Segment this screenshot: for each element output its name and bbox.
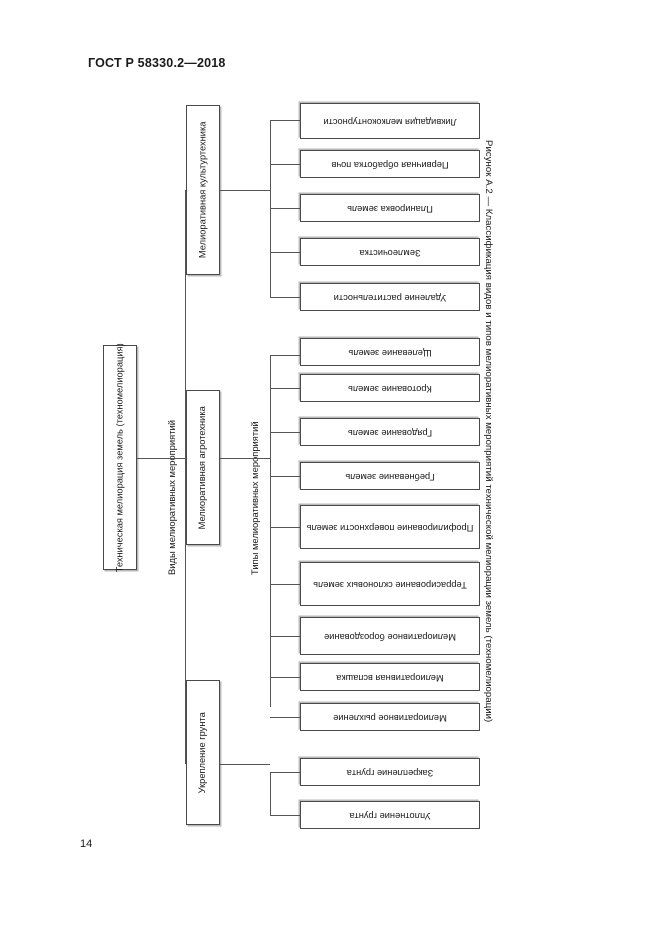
leaf-node[interactable]: Кротование земель <box>300 374 480 402</box>
connector-branch-2-stem <box>220 764 270 765</box>
node-root-technical-land-reclamation[interactable]: Техническая мелиорация земель (техномели… <box>103 343 137 572</box>
leaf-label: Первичная обработка почв <box>331 159 449 170</box>
leaf-node[interactable]: Гребневание земель <box>300 462 480 490</box>
leaf-label: Гребневание земель <box>345 471 435 482</box>
column-label-kinds: Виды мелиоративных мероприятий <box>166 420 177 575</box>
connector-root-stem <box>137 458 185 459</box>
leaf-node[interactable]: Мелиоративная вспашка <box>300 663 480 691</box>
leaf-node[interactable]: Грядование земель <box>300 418 480 446</box>
connector-leaf <box>270 476 300 477</box>
connector-leaf <box>270 208 300 209</box>
connector-leaf <box>270 584 300 585</box>
leaf-label: Закрепление грунта <box>346 767 434 778</box>
leaf-node[interactable]: Удаление растительности <box>300 283 480 311</box>
leaf-label: Профилирование поверхности земель <box>306 522 474 533</box>
leaf-label: Террасирование склоновых земель <box>313 579 467 590</box>
leaf-label: Кротование земель <box>348 383 432 394</box>
node-branch-soil-strengthening[interactable]: Укрепление грунта <box>186 680 220 825</box>
node-branch-melioration-culture-technique[interactable]: Мелиоративная культуртехника <box>186 105 220 275</box>
page-header-standard-number: ГОСТ Р 58330.2—2018 <box>88 56 226 70</box>
connector-leaf <box>270 815 300 816</box>
connector-leaf <box>270 432 300 433</box>
node-root-label: Техническая мелиорация земель (техномели… <box>114 343 125 572</box>
connector-leaf <box>270 636 300 637</box>
connector-root-spine <box>185 190 186 764</box>
leaf-label: Грядование земель <box>347 427 433 438</box>
node-branch-2-label: Укрепление грунта <box>197 711 208 794</box>
connector-leaf <box>270 388 300 389</box>
leaf-label: Щелевание земель <box>348 347 432 358</box>
leaf-node[interactable]: Мелиоративное бороздование <box>300 617 480 655</box>
leaf-node[interactable]: Профилирование поверхности земель <box>300 505 480 549</box>
connector-branch-2-spine <box>270 772 271 815</box>
leaf-label: Мелиоративное рыхление <box>333 712 447 723</box>
leaf-label: Мелиоративное бороздование <box>324 631 456 642</box>
node-branch-1-label: Мелиоративная агротехника <box>197 405 208 530</box>
leaf-node[interactable]: Планировка земель <box>300 194 480 222</box>
leaf-node[interactable]: Первичная обработка почв <box>300 150 480 178</box>
connector-branch-1-stem <box>220 458 270 459</box>
leaf-node[interactable]: Мелиоративное рыхление <box>300 703 480 731</box>
leaf-label: Уплотнение грунта <box>349 810 431 821</box>
leaf-label: Мелиоративная вспашка <box>336 672 444 683</box>
column-label-types: Типы мелиоративных мероприятий <box>249 421 260 575</box>
connector-leaf <box>270 677 300 678</box>
leaf-node[interactable]: Ликвидация мелкоконтурности <box>300 103 480 139</box>
connector-leaf <box>270 355 300 356</box>
connector-leaf <box>270 120 300 121</box>
leaf-node[interactable]: Землеочистка <box>300 238 480 266</box>
node-branch-melioration-agrotechnique[interactable]: Мелиоративная агротехника <box>186 390 220 545</box>
leaf-label: Удаление растительности <box>333 292 447 303</box>
leaf-node[interactable]: Уплотнение грунта <box>300 801 480 829</box>
connector-leaf <box>270 252 300 253</box>
leaf-node[interactable]: Закрепление грунта <box>300 758 480 786</box>
connector-leaf <box>270 717 300 718</box>
connector-leaf <box>270 164 300 165</box>
connector-leaf <box>270 297 300 298</box>
leaf-node[interactable]: Щелевание земель <box>300 338 480 366</box>
connector-leaf <box>270 772 300 773</box>
leaf-label: Ликвидация мелкоконтурности <box>323 116 457 127</box>
connector-leaf <box>270 527 300 528</box>
leaf-label: Планировка земель <box>347 203 433 214</box>
leaf-label: Землеочистка <box>359 247 421 258</box>
node-branch-0-label: Мелиоративная культуртехника <box>197 121 208 259</box>
leaf-node[interactable]: Террасирование склоновых земель <box>300 562 480 606</box>
connector-branch-0-stem <box>220 190 270 191</box>
connector-branch-1-spine <box>270 355 271 707</box>
page-number: 14 <box>80 838 93 850</box>
